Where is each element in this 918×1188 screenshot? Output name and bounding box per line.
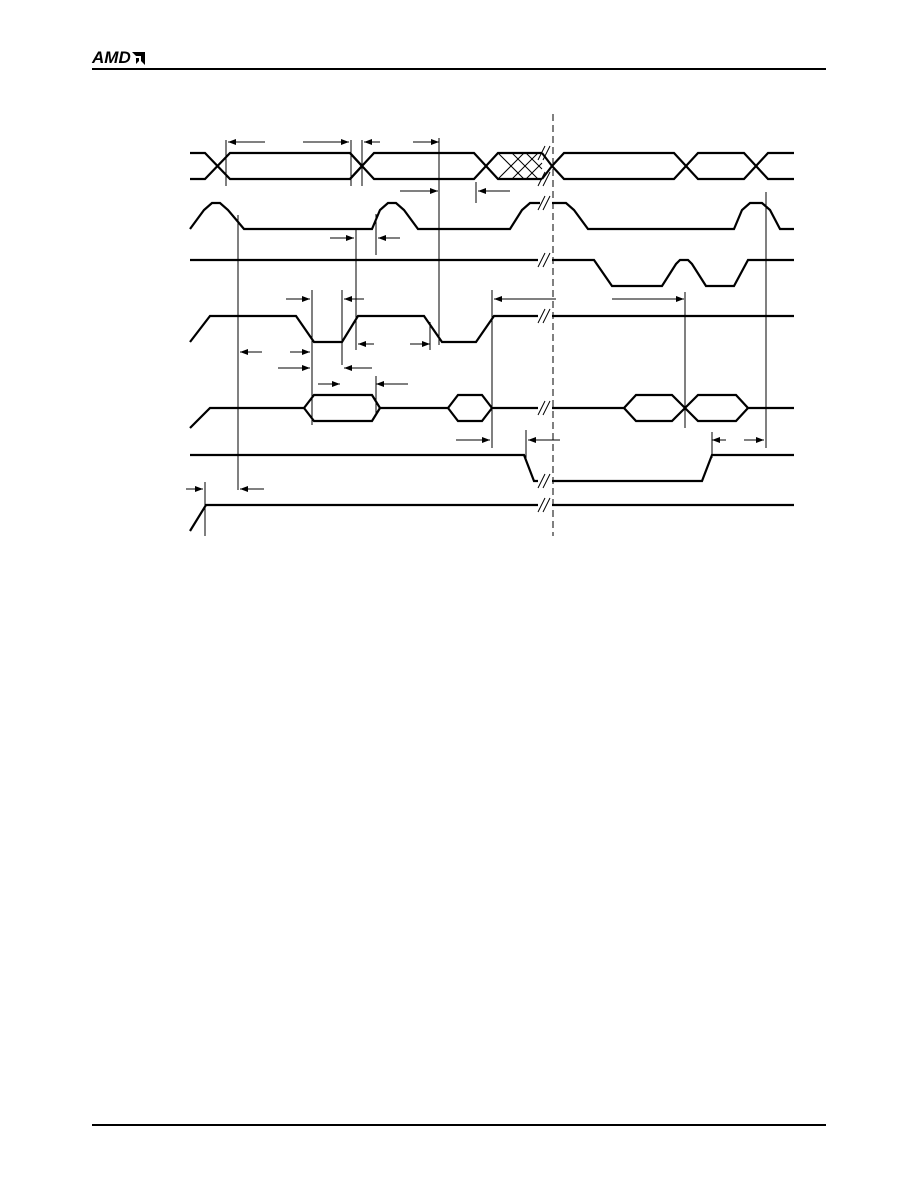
header-rule	[92, 68, 826, 70]
break-marks-row4	[537, 308, 551, 324]
bus-data-2-waveform	[189, 393, 794, 429]
break-marks-row5	[537, 400, 551, 416]
logo-text: AMD	[92, 48, 131, 67]
break-marks-row2	[537, 195, 551, 211]
signal-7-waveform	[189, 503, 794, 532]
break-marks-row7	[537, 497, 551, 513]
row5-timing-arrows	[278, 365, 764, 458]
row4-timing-arrows	[240, 290, 686, 448]
amd-arrow-logo-icon	[131, 51, 145, 65]
row2-timing-arrows	[237, 192, 767, 490]
signal-4-waveform	[189, 314, 794, 344]
break-marks-row1	[537, 145, 551, 187]
bus-data-1-waveform	[190, 151, 794, 181]
row7-timing-arrows	[186, 482, 264, 536]
row1-timing-arrows	[225, 138, 510, 345]
break-marks-row6	[537, 473, 551, 489]
amd-logo: AMD	[92, 48, 145, 68]
break-marks-row3	[537, 252, 551, 268]
clock-1-waveform	[189, 201, 794, 231]
footer-rule	[92, 1124, 826, 1126]
signal-3-waveform	[190, 258, 794, 288]
signal-6-waveform	[190, 430, 794, 483]
